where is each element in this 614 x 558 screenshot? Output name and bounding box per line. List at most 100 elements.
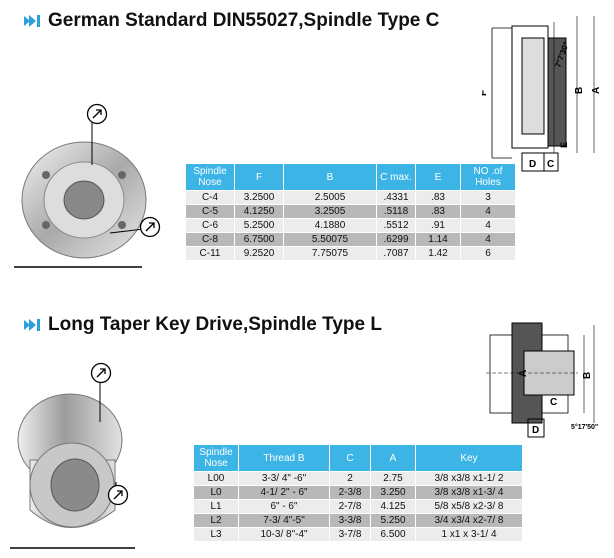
cell: 3.250 xyxy=(370,485,416,500)
label-b: B xyxy=(574,87,585,94)
label-e: E xyxy=(559,142,569,148)
circle-arrow-icon xyxy=(139,216,161,238)
spindle-c-table: Spindle Nose F B C max. E NO .of Holes C… xyxy=(185,163,516,261)
cell: 2 xyxy=(329,471,371,486)
cell: 6 xyxy=(460,246,516,261)
cell: 3-3/ 4" -6" xyxy=(238,471,330,486)
cell: C-11 xyxy=(185,246,235,261)
cell: 3/8 x3/8 x1-1/ 2 xyxy=(415,471,523,486)
col-header: F xyxy=(234,163,284,191)
label-a: A xyxy=(518,370,529,377)
cell: 5.50075 xyxy=(283,232,377,247)
cell: 1.14 xyxy=(415,232,461,247)
circle-arrow-icon xyxy=(86,103,108,125)
cell: C-8 xyxy=(185,232,235,247)
cell: 6.7500 xyxy=(234,232,284,247)
cell: 4 xyxy=(460,204,516,219)
label-a: A xyxy=(591,87,602,94)
cell: L1 xyxy=(193,499,239,514)
cell: .91 xyxy=(415,218,461,233)
spindle-l-drawing: A B C D 5°17'50" xyxy=(486,322,598,438)
cell: 9.2520 xyxy=(234,246,284,261)
cell: .5118 xyxy=(376,204,416,219)
cell: 4 xyxy=(460,232,516,247)
table-header-row: Spindle Nose F B C max. E NO .of Holes xyxy=(185,163,516,191)
cell: 2-3/8 xyxy=(329,485,371,500)
cell: 7-3/ 4"-5" xyxy=(238,513,330,528)
label-b: B xyxy=(582,372,593,379)
cell: 6.500 xyxy=(370,527,416,542)
cell: 3-3/8 xyxy=(329,513,371,528)
section-c-title: German Standard DIN55027,Spindle Type C xyxy=(48,10,440,31)
section-c-heading: German Standard DIN55027,Spindle Type C xyxy=(22,10,439,32)
cell: L00 xyxy=(193,471,239,486)
cell: .4331 xyxy=(376,190,416,205)
table-header-row: Spindle Nose Thread B C A Key xyxy=(193,444,523,472)
cell: 3-7/8 xyxy=(329,527,371,542)
cell: 3.2505 xyxy=(283,204,377,219)
flange-l-illustration xyxy=(10,382,135,549)
cell: 4-1/ 2" - 6" xyxy=(238,485,330,500)
col-header: C max. xyxy=(376,163,416,191)
flange-c-illustration xyxy=(14,120,153,268)
cell: C-4 xyxy=(185,190,235,205)
cell: C-6 xyxy=(185,218,235,233)
col-header: E xyxy=(415,163,461,191)
label-c: C xyxy=(550,397,557,408)
col-header: Thread B xyxy=(238,444,330,472)
cell: L3 xyxy=(193,527,239,542)
section-l-title: Long Taper Key Drive,Spindle Type L xyxy=(48,314,382,335)
col-header: A xyxy=(370,444,416,472)
circle-arrow-icon xyxy=(90,362,112,384)
cell: .83 xyxy=(415,190,461,205)
cell: .5512 xyxy=(376,218,416,233)
cell: .7087 xyxy=(376,246,416,261)
col-header: B xyxy=(283,163,377,191)
cell: 7.75075 xyxy=(283,246,377,261)
cell: 1.42 xyxy=(415,246,461,261)
label-f: F xyxy=(482,90,489,96)
cell: C-5 xyxy=(185,204,235,219)
cell: 5.250 xyxy=(370,513,416,528)
cell: 3/8 x3/8 x1-3/ 4 xyxy=(415,485,523,500)
cell: 4.125 xyxy=(370,499,416,514)
cell: 4.1880 xyxy=(283,218,377,233)
label-d: D xyxy=(529,159,536,170)
cell: 4.1250 xyxy=(234,204,284,219)
cell: 5.2500 xyxy=(234,218,284,233)
label-c: C xyxy=(547,159,554,170)
cell: 5/8 x5/8 x2-3/ 8 xyxy=(415,499,523,514)
circle-arrow-icon xyxy=(107,484,129,506)
arrow-bullet-icon xyxy=(22,13,42,29)
cell: 2-7/8 xyxy=(329,499,371,514)
cell: 2.5005 xyxy=(283,190,377,205)
cell: 2.75 xyxy=(370,471,416,486)
cell: 6" - 6" xyxy=(238,499,330,514)
cell: 10-3/ 8"-4" xyxy=(238,527,330,542)
col-header: Spindle Nose xyxy=(185,163,235,191)
arrow-bullet-icon xyxy=(22,317,42,333)
cell: 3/4 x3/4 x2-7/ 8 xyxy=(415,513,523,528)
col-header: Spindle Nose xyxy=(193,444,239,472)
cell: 3 xyxy=(460,190,516,205)
cell: L0 xyxy=(193,485,239,500)
cell: 1 x1 x 3-1/ 4 xyxy=(415,527,523,542)
cell: 4 xyxy=(460,218,516,233)
spindle-c-drawing: F B A 7°7'30" E D C xyxy=(482,16,602,172)
cell: L2 xyxy=(193,513,239,528)
label-angle: 5°17'50" xyxy=(571,423,598,431)
section-l-heading: Long Taper Key Drive,Spindle Type L xyxy=(22,314,382,336)
label-d: D xyxy=(532,425,539,436)
col-header: Key xyxy=(415,444,523,472)
